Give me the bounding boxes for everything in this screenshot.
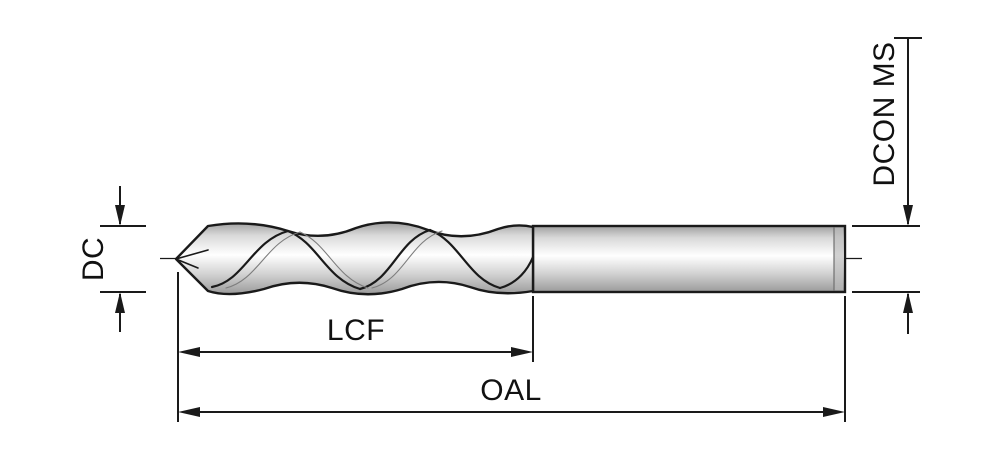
flute-silhouette: [174, 221, 535, 296]
shank-body: [531, 224, 847, 294]
drill-shank: [531, 224, 847, 294]
point-facets: [175, 249, 209, 269]
oal-label: OAL: [480, 374, 542, 407]
margin-line: [225, 231, 301, 289]
lcf-label: LCF: [327, 314, 385, 347]
flute-margin-lines: [225, 230, 443, 289]
arrowhead-left-icon: [178, 347, 200, 357]
arrowhead-right-icon: [511, 347, 533, 357]
flute-runout-curve: [498, 255, 535, 290]
dcon-dimension: [852, 37, 922, 334]
arrowhead-down-icon: [903, 205, 913, 226]
shank-end-shading: [834, 228, 843, 290]
arrowhead-down-icon: [115, 205, 125, 226]
margin-line: [299, 231, 369, 289]
flute-curve: [428, 228, 502, 290]
lcf-dimension: [177, 272, 534, 422]
facet-line: [175, 258, 199, 269]
dc-label: DC: [77, 237, 110, 281]
arrowhead-left-icon: [178, 407, 200, 417]
drill-fluted-body: [174, 221, 535, 296]
dc-dimension: [100, 186, 146, 332]
flute-curve: [358, 228, 432, 291]
oal-dimension: [178, 296, 846, 422]
arrowhead-up-icon: [903, 292, 913, 313]
flute-curve: [286, 229, 362, 291]
dcon-ms-label: DCON MS: [868, 41, 901, 186]
margin-line: [371, 230, 443, 289]
flute-curve: [210, 229, 290, 289]
flute-helix-edges: [210, 228, 535, 291]
facet-line: [175, 249, 209, 260]
arrowhead-right-icon: [823, 407, 845, 417]
arrowhead-up-icon: [115, 292, 125, 313]
